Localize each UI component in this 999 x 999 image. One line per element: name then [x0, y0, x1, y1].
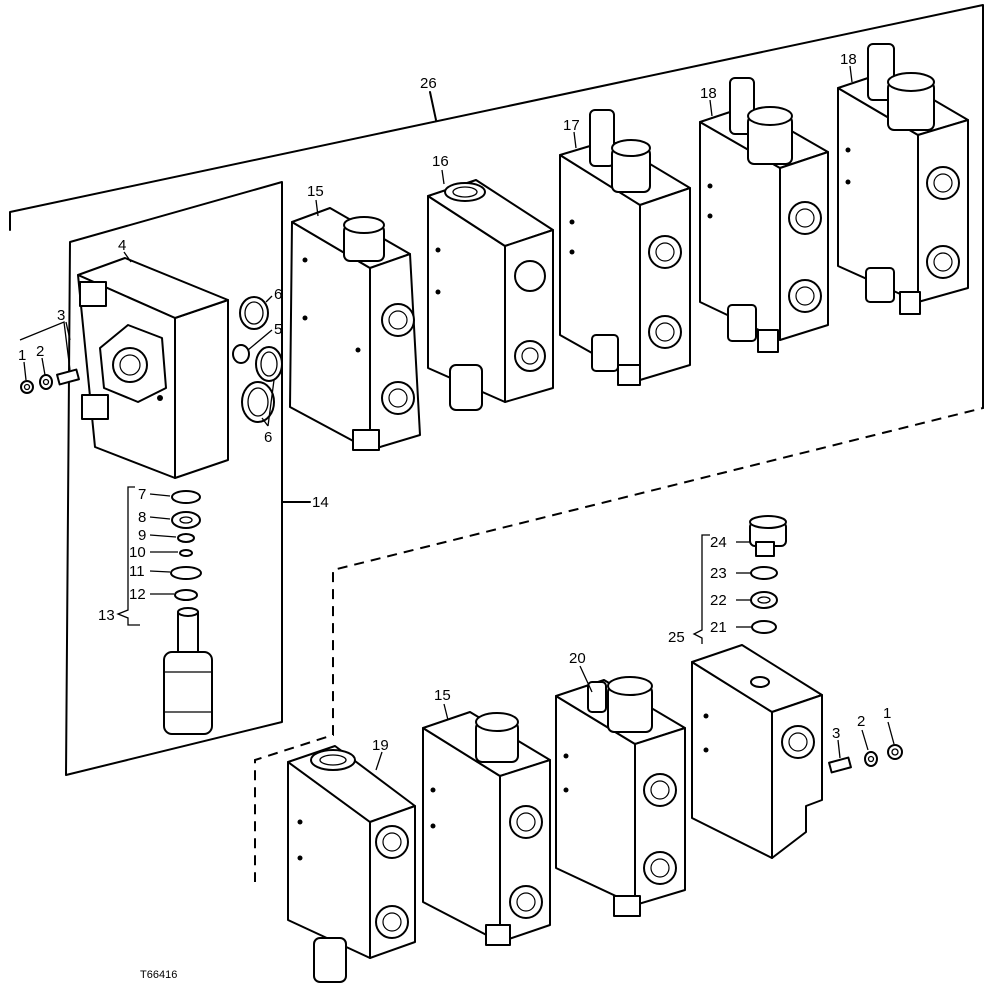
callout-1-left: 1: [18, 347, 26, 364]
callout-19: 19: [372, 737, 389, 754]
spool-ring-stack: [116, 486, 202, 626]
callout-6-lower: 6: [264, 429, 272, 446]
callout-26: 26: [420, 75, 437, 92]
callout-21: 21: [710, 619, 727, 636]
callout-16: 16: [432, 153, 449, 170]
assembly-outline-dashed: [254, 400, 984, 882]
callout-10: 10: [129, 544, 146, 561]
callout-15-bottom: 15: [434, 687, 451, 704]
assembly-outline: [9, 4, 984, 401]
callout-8: 8: [138, 509, 146, 526]
relief-plug-and-seals: [692, 515, 787, 644]
nut-washer-bolt-left: [20, 368, 80, 394]
spool: [163, 607, 213, 735]
valve-section-15-top: [289, 207, 421, 451]
callout-11: 11: [129, 563, 145, 580]
callout-3-left: 3: [57, 307, 65, 324]
figure-code: T66416: [140, 969, 177, 981]
kit-frame: [65, 181, 311, 776]
callout-15-top: 15: [307, 183, 324, 200]
valve-section-17: [559, 109, 691, 386]
callout-17: 17: [563, 117, 580, 134]
callout-labels: 1 2 3 4 5 6 6 7 8 9 10 11 12 13 14 15 16…: [18, 51, 891, 981]
callout-25: 25: [668, 629, 685, 646]
callout-23: 23: [710, 565, 727, 582]
valve-section-18-left: [699, 77, 829, 353]
valve-section-16: [427, 179, 554, 411]
callout-3-right: 3: [832, 725, 840, 742]
callout-2-left: 2: [36, 343, 44, 360]
valve-section-18-right: [837, 43, 969, 315]
callout-14: 14: [312, 494, 329, 511]
valve-section-15-bottom: [422, 711, 551, 946]
nut-washer-bolt-right: [828, 744, 903, 774]
callout-4: 4: [118, 237, 126, 254]
callout-2-right: 2: [857, 713, 865, 730]
callout-18-left: 18: [700, 85, 717, 102]
callout-7: 7: [138, 486, 146, 503]
callout-22: 22: [710, 592, 727, 609]
callout-1-right: 1: [883, 705, 891, 722]
end-cover-25: [691, 644, 823, 859]
callout-13: 13: [98, 607, 115, 624]
callout-24: 24: [710, 534, 727, 551]
callout-6-upper: 6: [274, 286, 282, 303]
callout-12: 12: [129, 586, 146, 603]
valve-section-19: [287, 745, 416, 983]
valve-section-20: [555, 676, 686, 917]
callout-20: 20: [569, 650, 586, 667]
o-ring-seals: [232, 296, 283, 423]
leader-lines: [19, 65, 895, 771]
end-cover-housing: [77, 257, 229, 479]
callout-9: 9: [138, 527, 146, 544]
callout-5: 5: [274, 321, 282, 338]
callout-18-right: 18: [840, 51, 857, 68]
